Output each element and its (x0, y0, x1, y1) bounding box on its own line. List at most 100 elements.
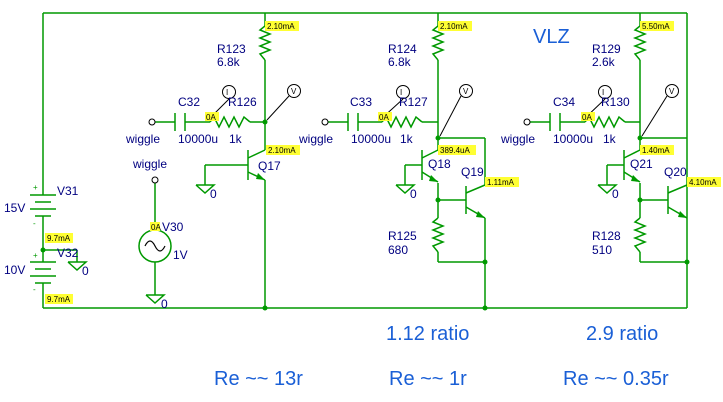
ground-symbols (43, 184, 618, 305)
transistor-q20 (667, 184, 688, 219)
current-q17: 2.10mA (268, 146, 296, 155)
r124-value: 6.8k (388, 55, 412, 69)
capacitor-c32 (174, 113, 186, 131)
current-q21: 1.40mA (642, 146, 670, 155)
r128-value: 510 (592, 243, 612, 257)
current-highlights (45, 21, 721, 304)
c32-value: 10000u (178, 132, 218, 146)
transistor-q21 (623, 149, 641, 183)
current-top3: 5.50mA (642, 22, 670, 31)
ground-label-q18: 0 (410, 187, 417, 201)
v31-value: 15V (4, 201, 25, 215)
r126-value: 1k (229, 132, 243, 146)
current-q18: 389.4uA (440, 146, 470, 155)
svg-text:+: + (33, 183, 38, 192)
c32-name: C32 (178, 95, 200, 109)
transistor-q19 (465, 184, 486, 219)
wiggle-label-1: wiggle (125, 132, 160, 146)
ground-label-v32: 0 (82, 264, 89, 278)
v32-value: 10V (4, 263, 25, 277)
v30-name: V30 (162, 220, 184, 234)
r124-name: R124 (388, 42, 417, 56)
c33-name: C33 (350, 95, 372, 109)
r129-value: 2.6k (592, 55, 616, 69)
current-v30: 0A (151, 223, 161, 232)
c33-value: 10000u (351, 132, 391, 146)
capacitor-c33 (347, 113, 359, 131)
ground-label-q21: 0 (612, 187, 619, 201)
resistor-r129 (632, 25, 648, 61)
q21-name: Q21 (630, 157, 653, 171)
source-v31 (30, 190, 56, 220)
probe-i-3: I (602, 88, 604, 97)
re-2: Re ~~ 1r (389, 368, 467, 390)
c34-name: C34 (553, 95, 575, 109)
component-labels: R123 6.8k R124 6.8k R129 2.6k C32 R126 1… (4, 42, 687, 311)
current-readings: 2.10mA 2.10mA 5.50mA 2.10mA 389.4uA 1.11… (47, 22, 717, 304)
diagram-title: VLZ (533, 26, 570, 48)
r128-name: R128 (592, 229, 621, 243)
polarity-marks: + - + - (33, 183, 38, 294)
q17-name: Q17 (258, 159, 281, 173)
source-v30 (138, 229, 172, 263)
current-c32: 0A (206, 113, 216, 122)
r130-value: 1k (603, 132, 617, 146)
ratio-2: 2.9 ratio (586, 323, 658, 345)
voltage-probe-icons (266, 84, 679, 137)
probe-i-1: I (226, 88, 228, 97)
resistor-r125 (430, 217, 446, 253)
v31-name: V31 (57, 184, 79, 198)
current-c34: 0A (582, 113, 592, 122)
r125-value: 680 (388, 243, 408, 257)
ratio-1: 1.12 ratio (386, 323, 469, 345)
transistor-q17 (247, 149, 266, 181)
r129-name: R129 (592, 42, 621, 56)
ground-label-v30: 0 (161, 297, 168, 311)
probe-v-2: V (463, 87, 469, 96)
junction-nodes (40, 119, 690, 311)
r123-name: R123 (217, 42, 246, 56)
r127-value: 1k (400, 132, 414, 146)
probe-i-2: I (400, 88, 402, 97)
current-top1: 2.10mA (267, 22, 295, 31)
v32-name: V32 (57, 246, 79, 260)
source-v32 (30, 250, 56, 285)
current-top2: 2.10mA (440, 22, 468, 31)
transistor-q18 (421, 149, 439, 183)
r123-value: 6.8k (217, 55, 241, 69)
wiggle-label-2: wiggle (298, 132, 333, 146)
resistor-r123 (257, 25, 273, 61)
svg-text:-: - (33, 219, 36, 228)
re-3: Re ~~ 0.35r (563, 368, 669, 390)
annotations: VLZ 1.12 ratio 2.9 ratio Re ~~ 13r Re ~~… (214, 26, 669, 390)
ground-label-q17: 0 (210, 187, 217, 201)
probe-labels: I I I V V V (226, 87, 675, 97)
r125-name: R125 (388, 229, 417, 243)
r130-name: R130 (601, 95, 630, 109)
current-v32: 9.7mA (47, 295, 71, 304)
capacitor-c34 (549, 113, 561, 131)
q19-name: Q19 (461, 165, 484, 179)
svg-text:+: + (33, 251, 38, 260)
current-q19: 1.11mA (487, 178, 515, 187)
r127-name: R127 (399, 95, 428, 109)
wiggle-terminals (148, 118, 531, 184)
q18-name: Q18 (428, 157, 451, 171)
current-q20: 4.10mA (689, 178, 717, 187)
r126-name: R126 (228, 95, 257, 109)
wiggle-label-3: wiggle (500, 132, 535, 146)
resistor-r124 (430, 25, 446, 61)
resistor-r128 (632, 217, 648, 253)
c34-value: 10000u (553, 132, 593, 146)
svg-text:-: - (33, 285, 36, 294)
probe-v-1: V (291, 87, 297, 96)
current-c33: 0A (379, 113, 389, 122)
probe-v-3: V (669, 87, 675, 96)
re-1: Re ~~ 13r (214, 368, 303, 390)
v30-value: 1V (173, 248, 188, 262)
wiggle-label-4: wiggle (132, 157, 167, 171)
current-v31: 9.7mA (47, 234, 71, 243)
q20-name: Q20 (664, 165, 687, 179)
